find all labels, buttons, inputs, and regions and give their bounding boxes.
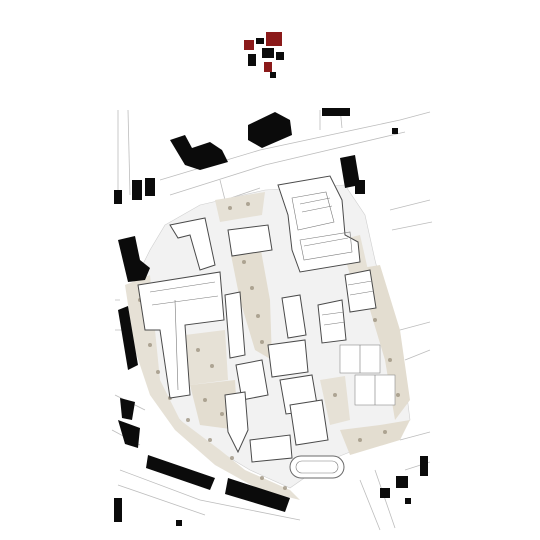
proposed-buildings bbox=[137, 175, 396, 463]
heritage-buildings bbox=[244, 32, 284, 78]
existing-buildings bbox=[114, 108, 428, 526]
running-track bbox=[289, 455, 345, 479]
